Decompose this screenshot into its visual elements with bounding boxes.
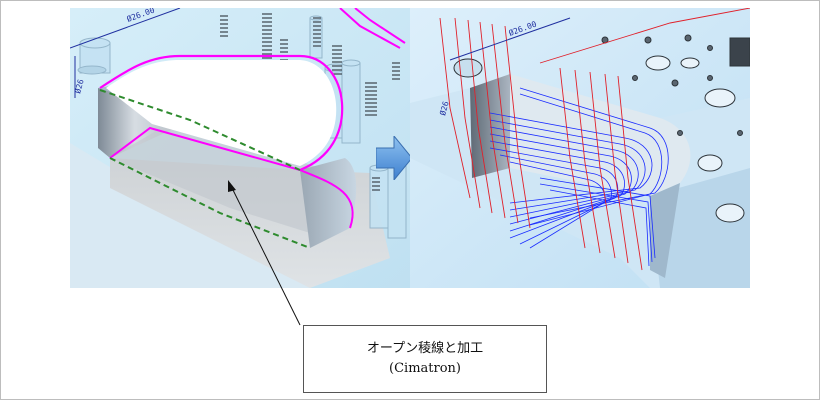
side-dimension-label: Ø26 <box>437 100 450 117</box>
callout-subtitle: (Cimatron) <box>389 361 461 376</box>
left-cad-view: Ø26.00 Ø26 <box>70 8 410 288</box>
right-arrow-icon <box>376 136 412 180</box>
right-cad-view: Ø26.00 Ø26 <box>410 8 750 288</box>
dimension-annotation: Ø26.00 Ø26 <box>70 8 181 98</box>
pocket-left-wall <box>98 88 190 158</box>
toolpath-red <box>439 8 750 271</box>
right-cad-drawing: Ø26.00 Ø26 <box>410 8 750 288</box>
side-dimension-label: Ø26 <box>72 78 85 95</box>
threaded-pins <box>220 13 400 191</box>
open-edge-upper <box>99 89 301 171</box>
toolpath-blue <box>489 87 669 267</box>
pocket-opening <box>106 60 337 166</box>
open-edge-lower <box>109 157 311 249</box>
holes <box>453 34 750 223</box>
pocket-floor <box>510 74 691 196</box>
callout-title: オープン稜線と加工 <box>366 341 484 356</box>
pocket-right-wall <box>300 158 357 248</box>
left-cad-drawing: Ø26.00 Ø26 <box>70 8 410 288</box>
pocket-left-wall <box>470 74 510 178</box>
pocket-boundary-line <box>99 54 344 172</box>
callout-box: オープン稜線と加工 (Cimatron) <box>303 325 547 393</box>
